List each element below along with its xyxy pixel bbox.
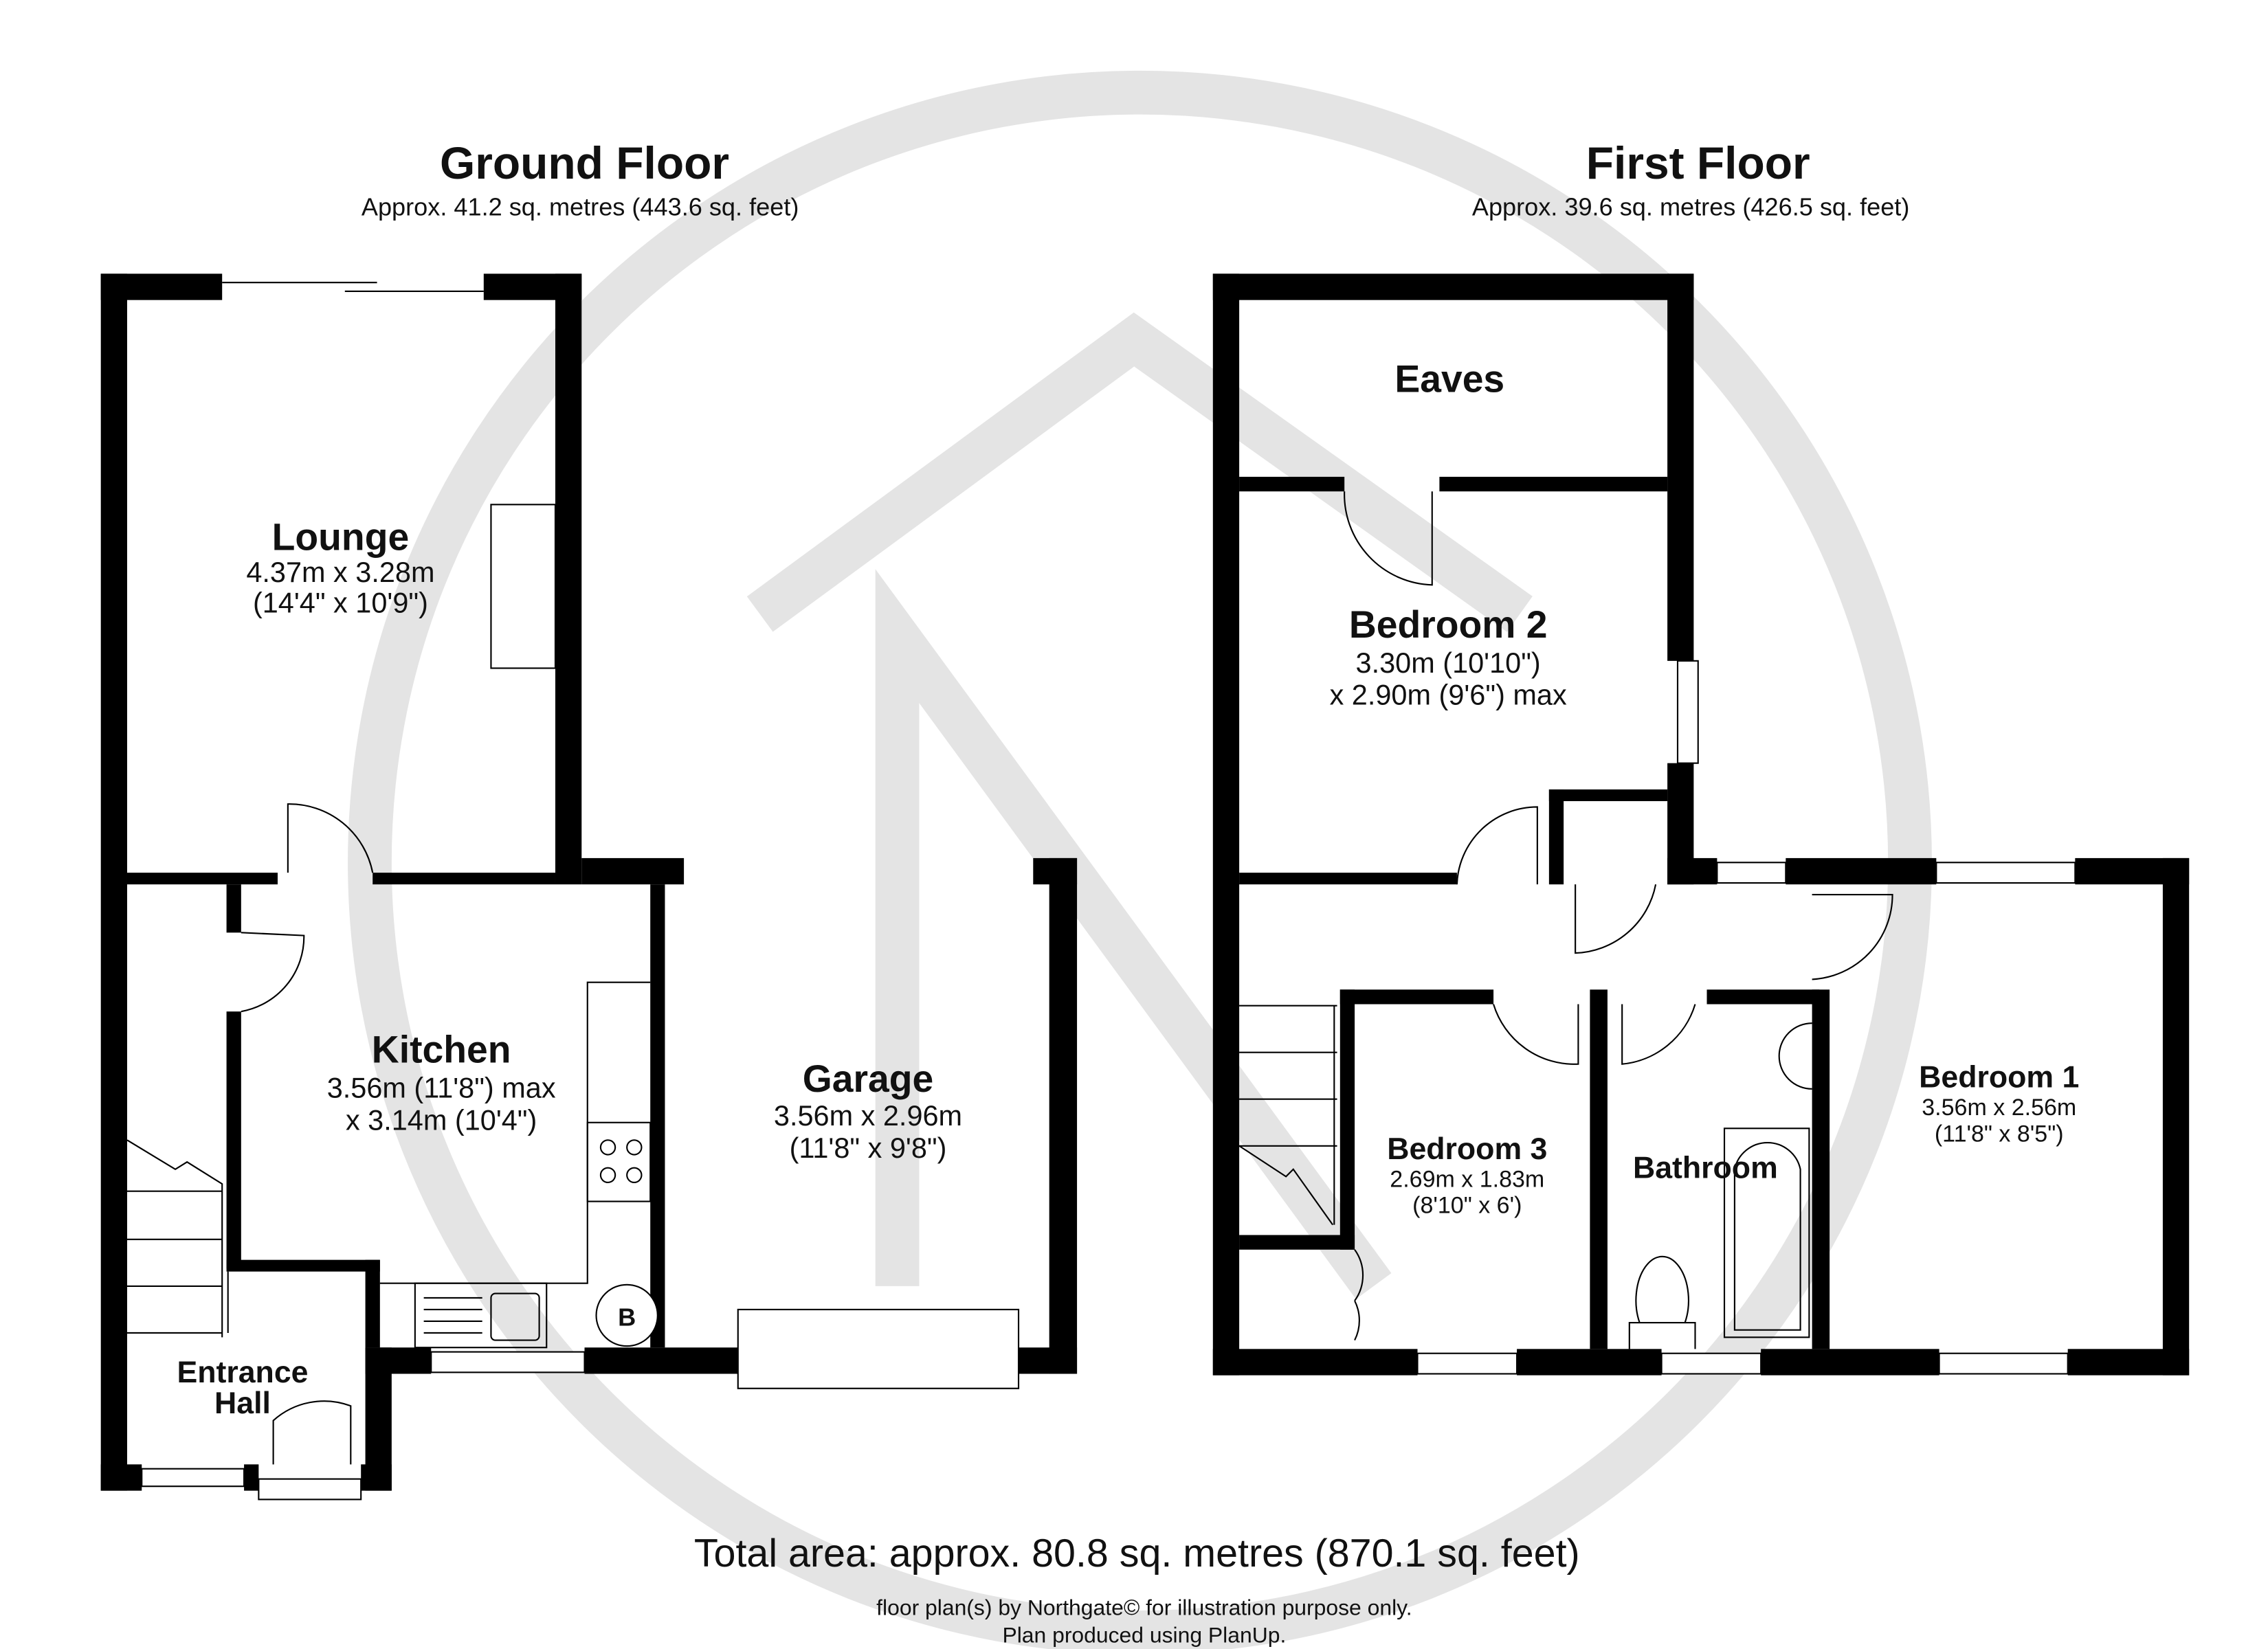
lounge-door [287, 803, 374, 873]
lounge-dim1: 4.37m x 3.28m [246, 556, 434, 588]
total-area: Total area: approx. 80.8 sq. metres (870… [694, 1532, 1580, 1575]
boiler [595, 1283, 658, 1347]
garage-dim2: (11'8" x 9'8") [790, 1132, 947, 1164]
bedroom2-dim1: 3.30m (10'10") [1356, 647, 1541, 679]
boiler-label: B [618, 1303, 636, 1331]
bedroom2-dim2: x 2.90m (9'6") max [1330, 679, 1567, 711]
footer-planup: Plan produced using PlanUp. [1002, 1623, 1286, 1648]
bedroom1-dim2: (11'8" x 8'5") [1935, 1121, 2064, 1147]
bedroom1-dim1: 3.56m x 2.56m [1922, 1095, 2076, 1121]
doors [1344, 491, 1893, 1341]
bedroom3-name: Bedroom 3 [1387, 1132, 1547, 1166]
bedroom1-name: Bedroom 1 [1919, 1061, 2079, 1095]
entrance-hall-name1: Entrance [177, 1356, 308, 1389]
first-floor-area: Approx. 39.6 sq. metres (426.5 sq. feet) [1472, 192, 1910, 221]
ground-floor-title: Ground Floor [440, 137, 729, 188]
first-floor-plan: Eaves Bedroom 2 3.30m (10'10") x 2.90m (… [1212, 273, 2190, 1376]
kitchen-dim2: x 3.14m (10'4") [346, 1103, 537, 1136]
footer-disclaimer: floor plan(s) by Northgate© for illustra… [876, 1595, 1412, 1619]
kitchen-name: Kitchen [372, 1029, 511, 1071]
garage-door [737, 1308, 1020, 1389]
front-door [272, 1400, 352, 1465]
kitchen-units [379, 981, 652, 1349]
lounge-name: Lounge [272, 515, 410, 558]
bathroom-name: Bathroom [1633, 1152, 1778, 1185]
garage-dim1: 3.56m x 2.96m [774, 1099, 962, 1132]
lounge-dim2: (14'4" x 10'9") [253, 587, 428, 619]
bedroom2-name: Bedroom 2 [1349, 603, 1548, 646]
bedroom3-dim1: 2.69m x 1.83m [1390, 1166, 1544, 1192]
eaves-name: Eaves [1394, 358, 1504, 401]
bedroom3-dim2: (8'10" x 6') [1412, 1193, 1522, 1219]
ground-floor-area: Approx. 41.2 sq. metres (443.6 sq. feet) [362, 192, 799, 221]
ground-floor-plan: B Lounge 4.37m x 3.28m (14'4" x 10'9") K… [100, 273, 1078, 1501]
stairs [126, 1139, 229, 1338]
kitchen-dim1: 3.56m (11'8") max [327, 1072, 556, 1104]
first-floor-title: First Floor [1586, 137, 1810, 188]
bathroom-fixtures [1628, 1022, 1812, 1349]
stairs-first-floor [1238, 1005, 1337, 1226]
garage-name: Garage [803, 1057, 933, 1100]
entrance-hall-name2: Hall [214, 1387, 271, 1420]
kitchen-door [241, 932, 305, 1013]
